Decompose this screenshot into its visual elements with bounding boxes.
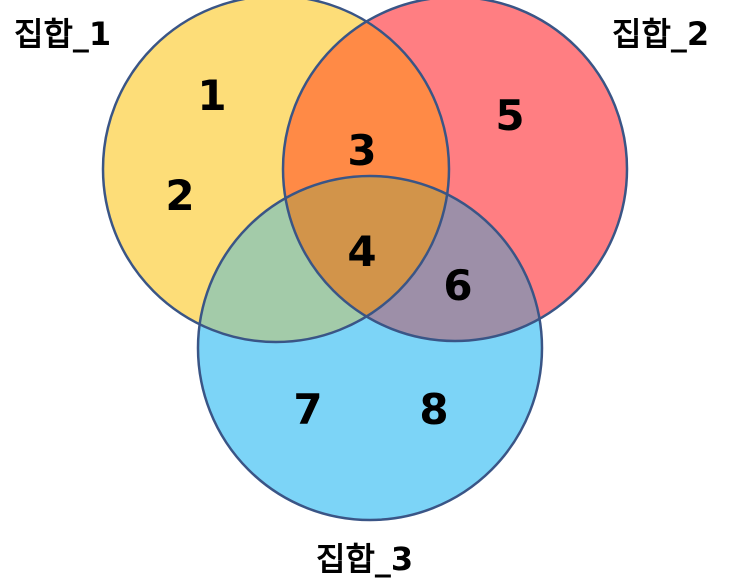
element-1: 1 [197,71,226,120]
element-5: 5 [495,91,524,140]
element-4: 4 [347,227,376,276]
element-7: 7 [293,385,322,434]
set-3-outline [196,174,544,522]
element-6: 6 [443,261,472,310]
element-8: 8 [419,385,448,434]
set-2-outline [281,0,629,343]
set-3-label: 집합_3 [316,540,413,578]
element-2: 2 [165,171,194,220]
element-3: 3 [347,126,376,175]
set-1-outline [101,0,451,344]
set-2-label: 집합_2 [612,15,709,53]
set-1-label: 집합_1 [14,15,111,53]
